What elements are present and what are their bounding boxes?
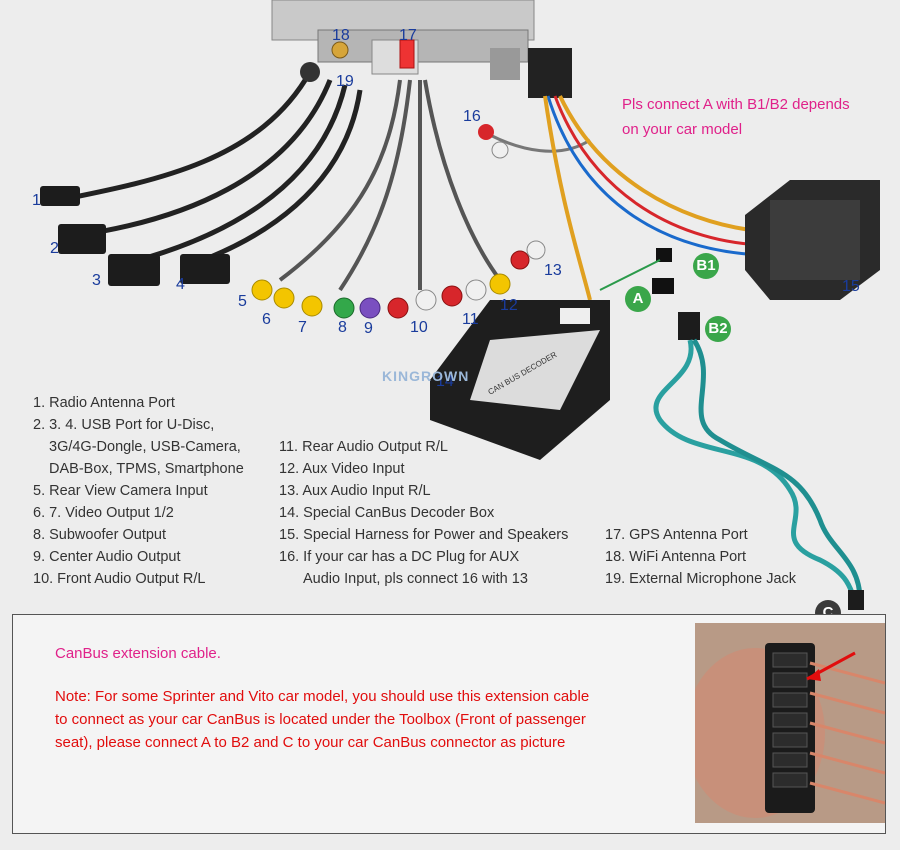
canbus-decoder-box — [430, 300, 610, 460]
legend-item: 3G/4G-Dongle, USB-Camera, — [49, 439, 241, 455]
usb-port-2 — [58, 224, 106, 254]
label-b2: B2 — [705, 316, 731, 342]
screw-post — [490, 48, 520, 80]
legend-item: 19. External Microphone Jack — [605, 571, 797, 587]
decoder-wire — [543, 95, 592, 301]
legend-item: 15. Special Harness for Power and Speake… — [279, 527, 569, 543]
callout-4: 4 — [176, 276, 185, 293]
callout-14: 14 — [436, 373, 454, 390]
power-wire-yellow — [558, 95, 751, 232]
callout-15: 15 — [842, 278, 860, 295]
cable-usb-2 — [79, 79, 333, 238]
legend-column-1: 1. Radio Antenna Port 2. 3. 4. USB Port … — [33, 392, 244, 590]
rca-wire-bundle-4 — [423, 79, 502, 282]
legend-item: 10. Front Audio Output R/L — [33, 571, 206, 587]
note-line: seat), please connect A to B2 and C to y… — [55, 734, 566, 751]
callout-13: 13 — [544, 262, 562, 279]
note-line: to connect as your car CanBus is located… — [55, 711, 586, 728]
connection-note: Pls connect A with B1/B2 depends on your… — [622, 92, 892, 142]
callout-3: 3 — [92, 272, 101, 289]
connector-a-plug — [652, 278, 674, 294]
callout-19: 19 — [336, 73, 354, 90]
callout-7: 7 — [298, 319, 307, 336]
note-line: Note: For some Sprinter and Vito car mod… — [55, 688, 590, 705]
usb-port-3 — [108, 254, 160, 286]
label-b1: B1 — [693, 253, 719, 279]
legend-item: Audio Input, pls connect 16 with 13 — [303, 571, 528, 587]
callout-6: 6 — [262, 311, 271, 328]
callout-1: 1 — [32, 192, 41, 209]
extension-cable-note: Note: For some Sprinter and Vito car mod… — [55, 685, 695, 754]
usb-port-4 — [180, 254, 230, 284]
cable-grommet — [300, 62, 320, 82]
harness-illustration: CAN BUS DECODER — [40, 0, 880, 610]
callout-16: 16 — [463, 108, 481, 125]
legend-column-2: 11. Rear Audio Output R/L 12. Aux Video … — [279, 436, 568, 590]
special-harness-connector — [745, 180, 880, 300]
callout-11: 11 — [462, 311, 479, 328]
canbus-extension-cable — [653, 312, 864, 610]
cable-usb-3 — [119, 84, 348, 268]
legend-item: 5. Rear View Camera Input — [33, 483, 208, 499]
legend-item: 12. Aux Video Input — [279, 461, 405, 477]
legend-item: 2. 3. 4. USB Port for U-Disc, — [33, 417, 215, 433]
rca-plugs — [251, 240, 546, 319]
legend-item: 9. Center Audio Output — [33, 549, 181, 565]
callout-5: 5 — [238, 293, 247, 310]
antenna-plug — [40, 186, 80, 206]
legend-item: DAB-Box, TPMS, Smartphone — [49, 461, 244, 477]
legend-item: 14. Special CanBus Decoder Box — [279, 505, 495, 521]
power-wire-blue — [546, 95, 761, 257]
main-harness-plug — [528, 48, 572, 98]
legend-column-3: 17. GPS Antenna Port 18. WiFi Antenna Po… — [605, 524, 796, 590]
legend-item: 16. If your car has a DC Plug for AUX — [279, 549, 520, 565]
connection-note-line-2: on your car model — [622, 121, 743, 138]
rca-wire-bundle-2 — [338, 79, 412, 292]
legend-item: 8. Subwoofer Output — [33, 527, 166, 543]
legend-item: 1. Radio Antenna Port — [33, 395, 175, 411]
label-a: A — [625, 286, 651, 312]
rca-wire-bundle-1 — [278, 79, 402, 282]
callout-17: 17 — [399, 27, 417, 44]
power-wire-red — [553, 95, 761, 247]
extension-cable-title: CanBus extension cable. — [55, 645, 221, 662]
legend-item: 6. 7. Video Output 1/2 — [33, 505, 174, 521]
watermark: KINGROWN — [382, 368, 470, 384]
connector-b1-plug — [656, 248, 672, 262]
gps-antenna-port — [331, 41, 349, 59]
callout-9: 9 — [364, 320, 373, 337]
callout-18: 18 — [332, 27, 350, 44]
legend-item: 18. WiFi Antenna Port — [605, 549, 747, 565]
callout-12: 12 — [500, 297, 518, 314]
wifi-antenna-port — [399, 39, 415, 69]
callout-8: 8 — [338, 319, 347, 336]
extension-cable-note-box: CanBus extension cable. Note: For some S… — [12, 614, 886, 834]
callout-10: 10 — [410, 319, 428, 336]
canbus-connector-photo — [695, 623, 885, 823]
legend-item: 13. Aux Audio Input R/L — [279, 483, 431, 499]
legend-item: 11. Rear Audio Output R/L — [279, 439, 449, 455]
legend-item: 17. GPS Antenna Port — [605, 527, 748, 543]
callout-2: 2 — [50, 240, 59, 257]
cable-radio-antenna — [59, 70, 313, 203]
connection-note-line-1: Pls connect A with B1/B2 depends — [622, 96, 850, 113]
